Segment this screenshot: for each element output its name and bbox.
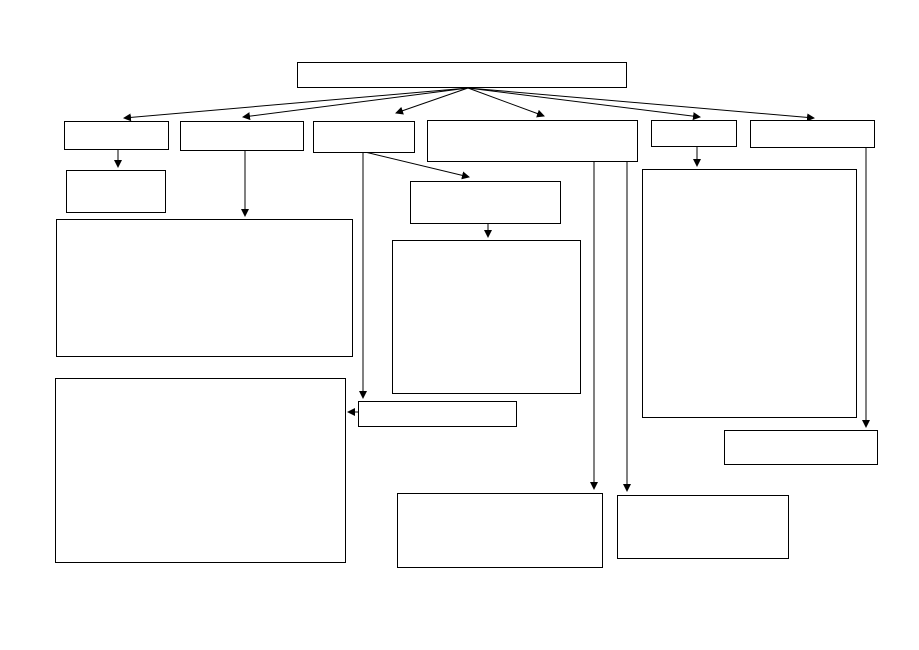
arrow-root-to-branch-5 — [467, 87, 701, 121]
arrow-root-to-branch-1 — [123, 87, 469, 122]
node-box-branch-6 — [750, 120, 875, 148]
node-box-branch-2 — [180, 121, 304, 151]
node-branch-3-child-b-target — [55, 378, 346, 563]
node-branch-4-child-a — [397, 493, 603, 568]
edges-layer — [114, 87, 870, 492]
node-branch-4-child-b — [617, 495, 789, 559]
node-branch-3-child-b — [358, 401, 517, 427]
arrow-root-to-branch-6 — [467, 87, 815, 122]
arrow-root-to-branch-2 — [242, 87, 469, 121]
node-branch-6-child — [724, 430, 878, 465]
node-branch-2-child — [56, 219, 353, 357]
node-branch-3 — [313, 121, 415, 153]
node-box-branch-5-child — [642, 169, 857, 418]
node-box-branch-6-child — [724, 430, 878, 465]
node-box-branch-2-child — [56, 219, 353, 357]
node-box-branch-3-child-b-target — [55, 378, 346, 563]
node-box-branch-3-child-b — [358, 401, 517, 427]
node-branch-1 — [64, 121, 169, 150]
node-box-branch-4-child-b — [617, 495, 789, 559]
node-root — [297, 62, 627, 88]
node-box-root — [297, 62, 627, 88]
node-branch-6 — [750, 120, 875, 148]
node-branch-2 — [180, 121, 304, 151]
node-branch-3-child-a — [410, 181, 561, 224]
nodes-layer — [55, 62, 878, 568]
node-box-branch-3-child-a — [410, 181, 561, 224]
node-box-branch-3-child-a-child — [392, 240, 581, 394]
node-branch-5 — [651, 120, 737, 147]
arrow-root-to-branch-3 — [395, 87, 469, 115]
node-box-branch-1-child — [66, 170, 166, 213]
node-branch-3-child-a-child — [392, 240, 581, 394]
node-box-branch-1 — [64, 121, 169, 150]
node-branch-1-child — [66, 170, 166, 213]
node-box-branch-3 — [313, 121, 415, 153]
node-branch-4 — [427, 120, 638, 162]
arrow-root-to-branch-4 — [467, 87, 545, 118]
node-box-branch-5 — [651, 120, 737, 147]
node-branch-5-child — [642, 169, 857, 418]
arrow-branch-3-to-branch-3-child-a — [364, 151, 470, 180]
node-box-branch-4-child-a — [397, 493, 603, 568]
node-box-branch-4 — [427, 120, 638, 162]
